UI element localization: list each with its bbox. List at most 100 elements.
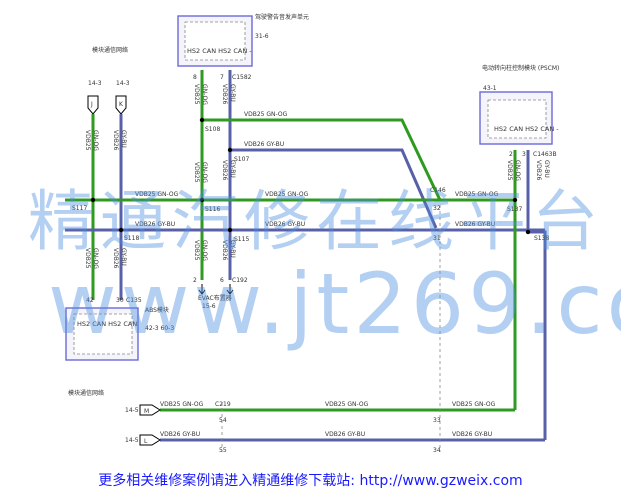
wire-label-green-3: VDB25 GN-OG <box>265 191 309 198</box>
pscm-code: 43-1 <box>483 85 497 92</box>
vlabel-low-gy: VDB26 GY-BU <box>221 240 236 261</box>
vlabel-left2-gn-text: VDB25 <box>84 248 91 269</box>
pin-abs-left: 42 <box>86 297 94 304</box>
evac-arrow-left <box>198 284 206 295</box>
abs-code: 42-3 60-3 <box>145 325 174 332</box>
vlabel-left-gn: VDB25 GN-OG <box>84 130 99 151</box>
evac-code: 15-6 <box>202 303 216 310</box>
splice-s137: S137 <box>507 206 522 213</box>
left-net-title: 模块通信网络 <box>92 46 128 54</box>
pin-abs-right: 30 <box>116 297 124 304</box>
vlabel-low-gn-color: GN-OG <box>201 240 208 261</box>
pin-c219-b: 55 <box>219 447 227 454</box>
vlabel-left-gy: VDB26 GY-BU <box>112 130 127 151</box>
abs-can: HS2 CAN HS2 CAN <box>77 320 137 328</box>
vlabel-top-gn: VDB25 GN-OG <box>193 84 208 105</box>
vlabel-low-gn: VDB25 GN-OG <box>193 240 208 261</box>
connector-c146: C146 <box>430 187 446 194</box>
wire-label-green-1: VDB25 GN-OG <box>244 111 288 118</box>
ref-bot-a: 14-5 <box>125 407 139 414</box>
connector-l: L <box>144 438 148 445</box>
vlabel-left-gn-text: VDB25 <box>84 130 91 151</box>
top-module-inner <box>184 21 246 61</box>
pin-c219-a: 54 <box>219 417 227 424</box>
vlabel-mid-gn: VDB25 GN-OG <box>193 162 208 183</box>
footer-link-text[interactable]: 更多相关维修案例请进入精通维修下载站: http://www.gzweix.co… <box>98 473 523 489</box>
top-module-title: 驾驶警告音发声单元 <box>255 13 309 21</box>
splice-s115-dot <box>227 227 233 233</box>
wire-label-green-6: VDB25 GN-OG <box>325 401 369 408</box>
vlabel-mid-gy-color: GY-BU <box>229 160 236 178</box>
connector-c219: C219 <box>215 401 231 408</box>
vlabel-pscm-gn-color: GN-OG <box>514 160 521 181</box>
wire-pscm-blue <box>526 150 547 440</box>
ref-left-b: 14-3 <box>116 80 130 87</box>
pin-cb2: 34 <box>433 447 441 454</box>
vlabel-top-gy: VDB26 GY-BU <box>221 84 236 105</box>
connector-k-shape <box>115 95 127 115</box>
wire-label-blue-3: VDB26 GY-BU <box>265 221 305 228</box>
wire-blue-branch-top <box>230 148 438 229</box>
wire-label-green-2: VDB25 GN-OG <box>135 191 179 198</box>
pin-top-right: 7 <box>220 74 224 81</box>
pin-c146-a: 32 <box>433 205 441 212</box>
connector-c1463b: C1463B <box>533 151 557 158</box>
wire-label-blue-1: VDB26 GY-BU <box>244 141 284 148</box>
wire-label-blue-7: VDB26 GY-BU <box>452 431 492 438</box>
wire-green-branch-top <box>202 118 442 201</box>
connector-c135: C135 <box>126 297 142 304</box>
pin-pscm-right: 3 <box>522 151 526 158</box>
wire-label-green-5: VDB25 GN-OG <box>160 401 204 408</box>
evac-title: EVAC布置器 <box>198 294 232 302</box>
pin-c192-right: 6 <box>220 277 224 284</box>
connector-k: K <box>119 101 124 108</box>
vlabel-top-gy-color: GY-BU <box>229 84 236 102</box>
connector-c192: C192 <box>232 277 248 284</box>
splice-s107: S107 <box>234 156 249 163</box>
splice-s115: S115 <box>234 236 249 243</box>
top-module-can: HS2 CAN HS2 CAN - <box>187 47 252 55</box>
pscm-can: HS2 CAN HS2 CAN - <box>494 125 559 133</box>
wire-label-green-4: VDB25 GN-OG <box>455 191 499 198</box>
wire-label-green-7: VDB25 GN-OG <box>452 401 496 408</box>
connector-l-shape <box>139 434 161 446</box>
wire-label-blue-2: VDB26 GY-BU <box>135 221 175 228</box>
splice-s117-dot <box>90 197 96 203</box>
evac-arrow-right <box>226 284 234 295</box>
splice-s108-dot <box>199 117 205 123</box>
splice-s108: S108 <box>205 126 220 133</box>
pscm-module-inner <box>487 99 547 139</box>
vlabel-left-gy-color: GY-BU <box>120 130 127 148</box>
splice-s118-dot <box>118 227 124 233</box>
abs-title: ABS模块 <box>145 306 169 314</box>
vlabel-low-gn-text: VDB25 <box>193 240 200 261</box>
wire-label-blue-5: VDB26 GY-BU <box>160 431 200 438</box>
connector-j-shape <box>87 95 99 115</box>
connector-j: J <box>90 101 93 108</box>
vlabel-mid-gn-text: VDB25 <box>193 162 200 183</box>
vlabel-left2-gn: VDB25 GN-OG <box>84 248 99 269</box>
splice-s117: S117 <box>72 205 87 212</box>
splice-s118: S118 <box>124 235 139 242</box>
connector-m: M <box>144 408 149 415</box>
wire-label-blue-6: VDB26 GY-BU <box>325 431 365 438</box>
vlabel-mid-gn-color: GN-OG <box>201 162 208 183</box>
splice-s116: S116 <box>205 206 220 213</box>
connector-c1582: C1582 <box>232 74 252 81</box>
vlabel-left-gn-color: GN-OG <box>92 130 99 151</box>
pin-pscm-left: 2 <box>509 151 513 158</box>
pin-c146-b: 31 <box>433 235 441 242</box>
vlabel-pscm-gn: VDB25 GN-OG <box>506 160 521 181</box>
bottom-net-title: 模块通信网络 <box>68 389 104 397</box>
vlabel-pscm-gy-text: VDB26 <box>535 160 542 181</box>
abs-module-inner <box>73 313 133 355</box>
vlabel-left2-gy: VDB26 GY-BU <box>112 248 127 269</box>
vlabel-pscm-gn-text: VDB25 <box>506 160 513 181</box>
vlabel-mid-gy-text: VDB26 <box>221 160 228 181</box>
pin-cb1: 33 <box>433 417 441 424</box>
vlabel-left2-gy-color: GY-BU <box>120 248 127 266</box>
vlabel-top-gy-text: VDB26 <box>221 84 228 105</box>
vlabel-left-gy-text: VDB26 <box>112 130 119 151</box>
